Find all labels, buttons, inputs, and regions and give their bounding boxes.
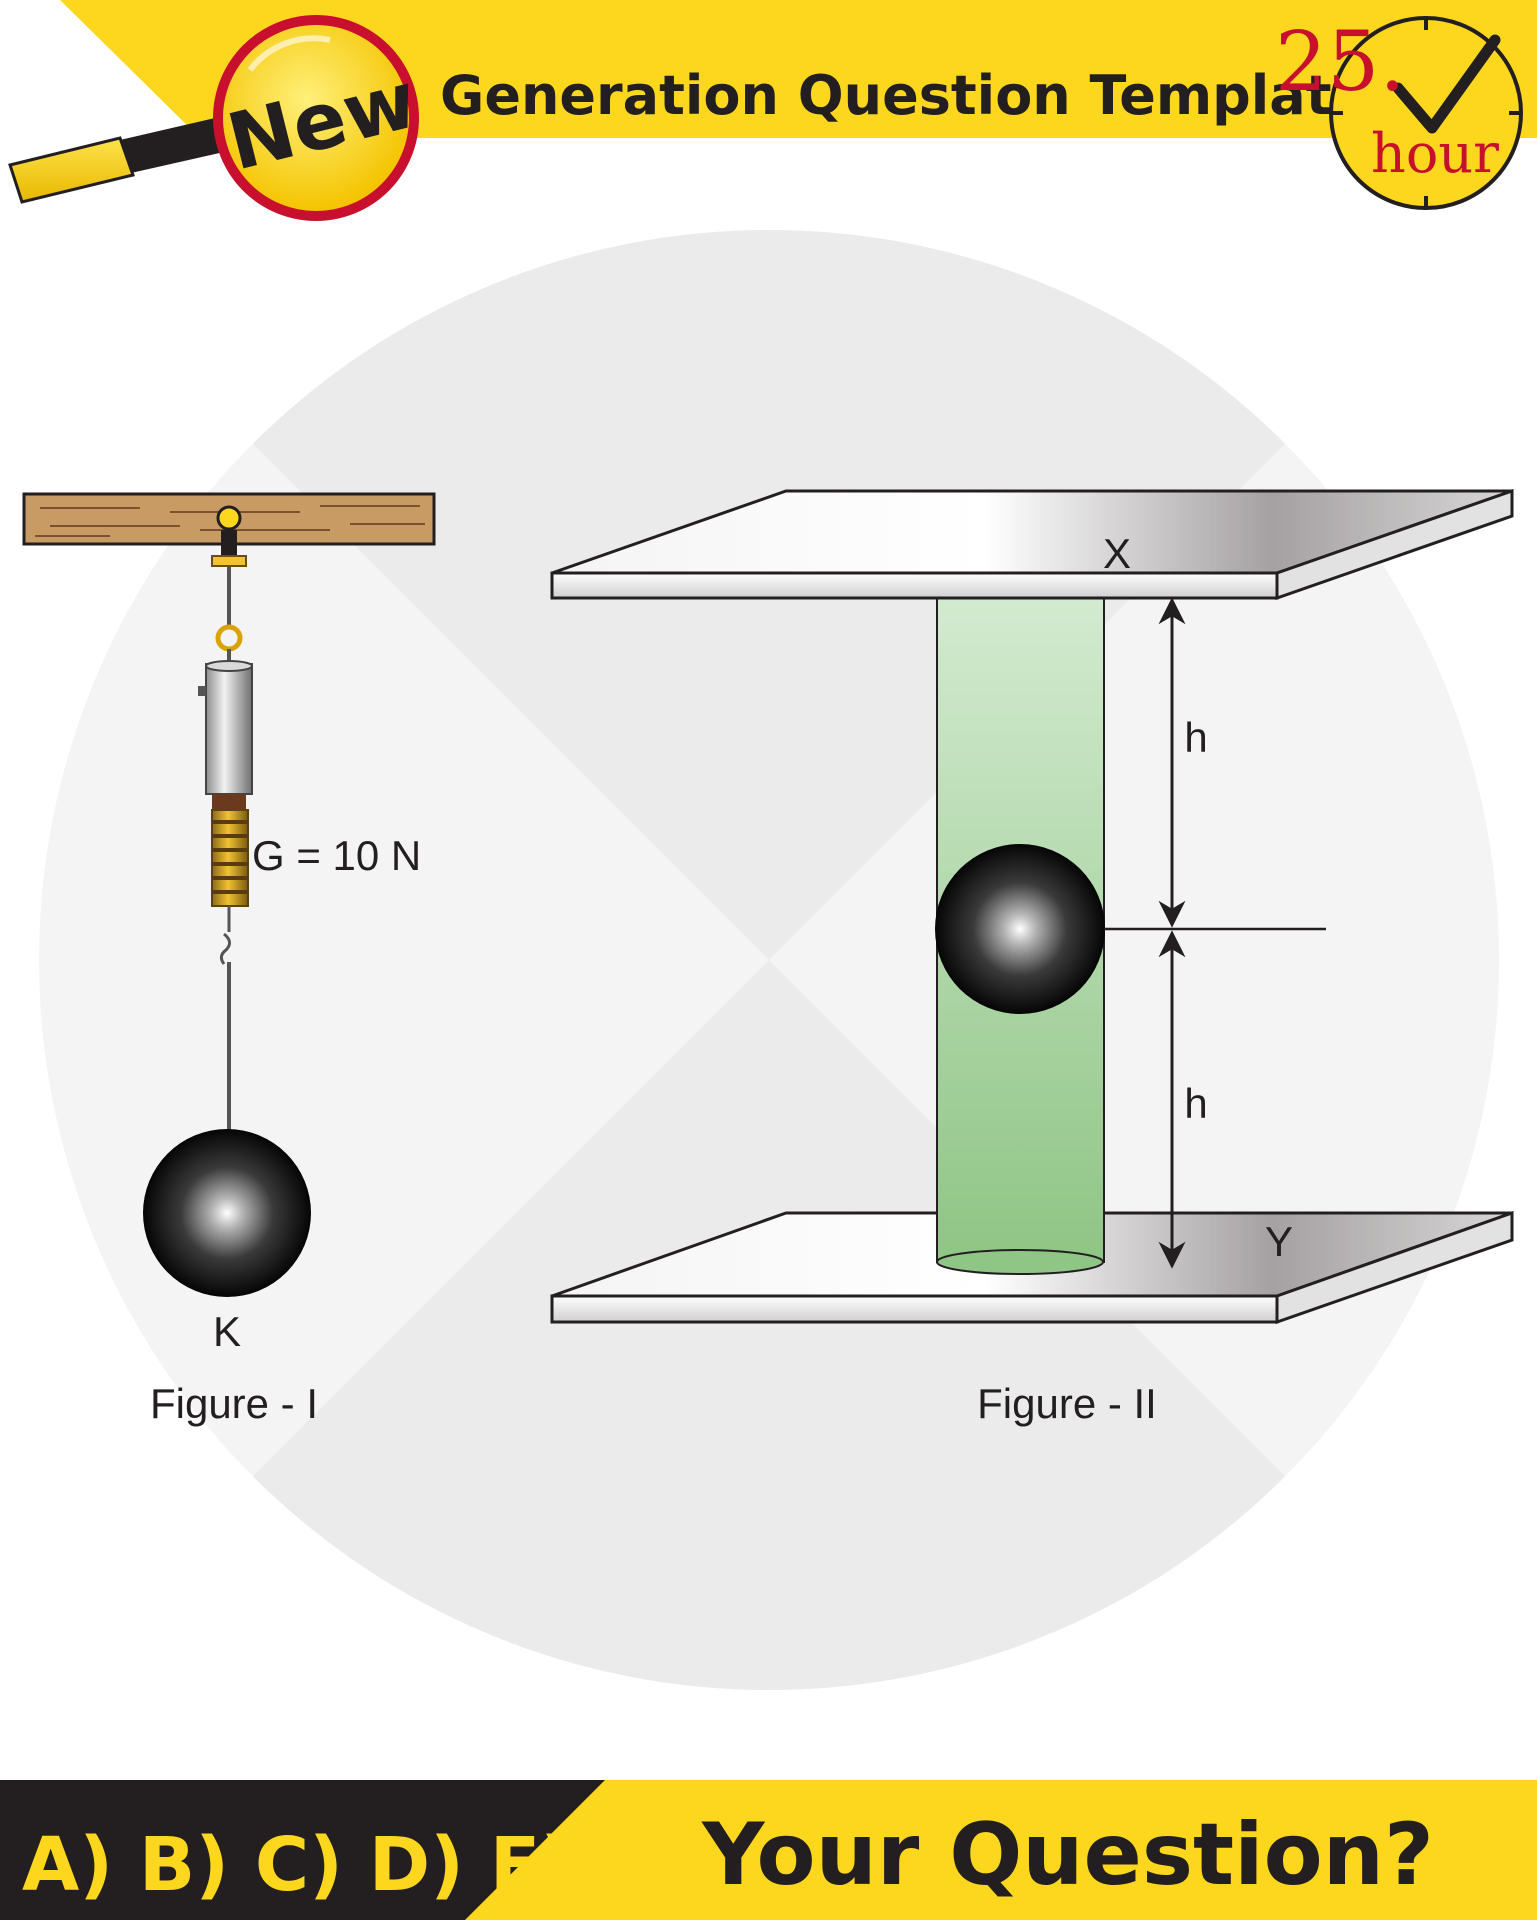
figure-2-caption: Figure - II: [977, 1380, 1157, 1427]
figure-1: G = 10 N K Figure - I: [22, 492, 436, 1427]
ball-in-liquid: [935, 844, 1105, 1014]
header-banner: New Generation Question Template 25. hou…: [8, 0, 1537, 221]
magnifier-icon: New: [8, 15, 426, 221]
background-disc: [39, 230, 1499, 1690]
ball-label: K: [213, 1308, 241, 1355]
footer-banner: A) B) C) D) E) Your Question?: [0, 1780, 1537, 1920]
bottom-plate-label: Y: [1265, 1218, 1293, 1265]
answer-options: A) B) C) D) E): [22, 1822, 574, 1908]
clock-number: 25.: [1275, 15, 1405, 110]
spring-balance-body: [205, 663, 253, 795]
upper-height-label: h: [1184, 714, 1207, 761]
clock-icon: 25. hour: [1275, 15, 1523, 210]
force-label: G = 10 N: [252, 832, 421, 879]
page-title: Generation Question Template: [440, 64, 1368, 127]
question-prompt: Your Question?: [701, 1805, 1434, 1905]
ball-k: [143, 1129, 311, 1297]
figure-1-caption: Figure - I: [150, 1380, 318, 1427]
top-plate-label: X: [1103, 530, 1131, 577]
figure-2: h h X Y Figure - II: [550, 488, 1514, 1427]
spring-coil: [211, 794, 249, 907]
clock-unit: hour: [1371, 122, 1499, 185]
lower-height-label: h: [1184, 1080, 1207, 1127]
top-plate: [550, 488, 1514, 601]
